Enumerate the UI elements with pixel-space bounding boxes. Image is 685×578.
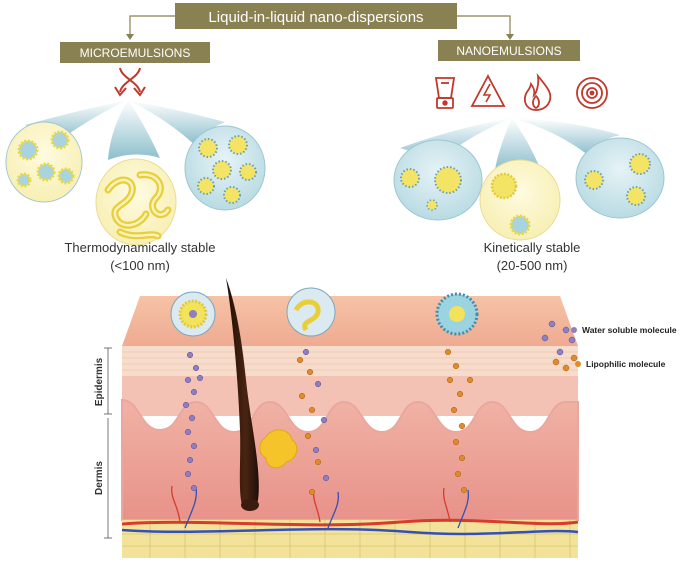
nanoemulsions-label: NANOEMULSIONS <box>456 44 561 58</box>
surface-bicontinuous-droplet <box>286 287 336 337</box>
high-voltage-icon <box>470 74 506 107</box>
microemulsions-label-box <box>60 42 210 63</box>
microemulsions-caption-line1: Thermodynamically stable <box>64 240 215 255</box>
interconversion-arrows-icon <box>114 67 146 97</box>
legend-lipophilic-label: Lipophilic molecule <box>586 359 666 369</box>
funnel-center <box>108 100 160 160</box>
blender-icon <box>434 77 456 109</box>
nano-funnel-center <box>495 118 540 170</box>
bicontinuous-bubble <box>95 158 177 246</box>
skin-cross-section: Epidermis Dermis Water soluble molecule … <box>94 278 677 558</box>
oil-in-water-bubble <box>5 121 83 203</box>
legend-water-label: Water soluble molecule <box>582 325 677 335</box>
bicontinuous-core <box>106 173 170 238</box>
dermis-label: Dermis <box>94 461 105 495</box>
connector-right <box>457 15 511 36</box>
header-title: Liquid-in-liquid nano-dispersions <box>208 9 423 26</box>
hair-follicle <box>226 278 259 510</box>
lipophilic-molecules <box>296 348 578 496</box>
layer-brackets <box>104 347 112 539</box>
connector-left <box>129 15 175 36</box>
legend-lipophilic-swatch <box>575 361 581 367</box>
nano-droplets-right <box>584 153 651 206</box>
connector-left-arrowhead <box>126 34 134 40</box>
water-soluble-molecules <box>182 320 576 492</box>
surface-microemulsion-droplet <box>170 291 216 337</box>
nano-droplets-left <box>400 166 462 211</box>
epidermis-label: Epidermis <box>94 357 105 406</box>
connector-right-arrowhead <box>506 34 514 40</box>
flame-icon <box>523 72 552 111</box>
funnel-right <box>128 100 225 145</box>
microemulsions-caption-line2: (<100 nm) <box>110 258 170 273</box>
ultrasound-disc-icon <box>576 77 608 109</box>
header: Liquid-in-liquid nano-dispersions <box>126 3 514 40</box>
nano-droplets-center <box>490 172 531 236</box>
micro-droplets-right <box>197 135 257 204</box>
header-title-box <box>175 3 457 29</box>
surface-nanoemulsion-droplet <box>435 292 479 336</box>
stratum-corneum <box>122 346 578 376</box>
nanoemulsions-label-box <box>438 40 580 61</box>
sebaceous-gland <box>259 429 298 469</box>
hypodermis-fat <box>122 520 578 558</box>
nanoemulsions-caption-line2: (20-500 nm) <box>497 258 568 273</box>
nanoemulsions-panel: NANOEMULSIONS <box>393 40 665 273</box>
microemulsions-label: MICROEMULSIONS <box>80 46 191 60</box>
nanoemulsions-caption-line1: Kinetically stable <box>484 240 581 255</box>
legend-water-swatch <box>571 327 577 333</box>
legend: Water soluble molecule Lipophilic molecu… <box>571 325 677 369</box>
nano-funnel-right <box>512 118 620 155</box>
microemulsions-panel: MICROEMULSIONS <box>5 42 266 273</box>
artery <box>121 518 579 527</box>
vein <box>121 527 579 536</box>
hair-bulb <box>241 499 259 511</box>
micro-droplets-left <box>16 130 75 188</box>
